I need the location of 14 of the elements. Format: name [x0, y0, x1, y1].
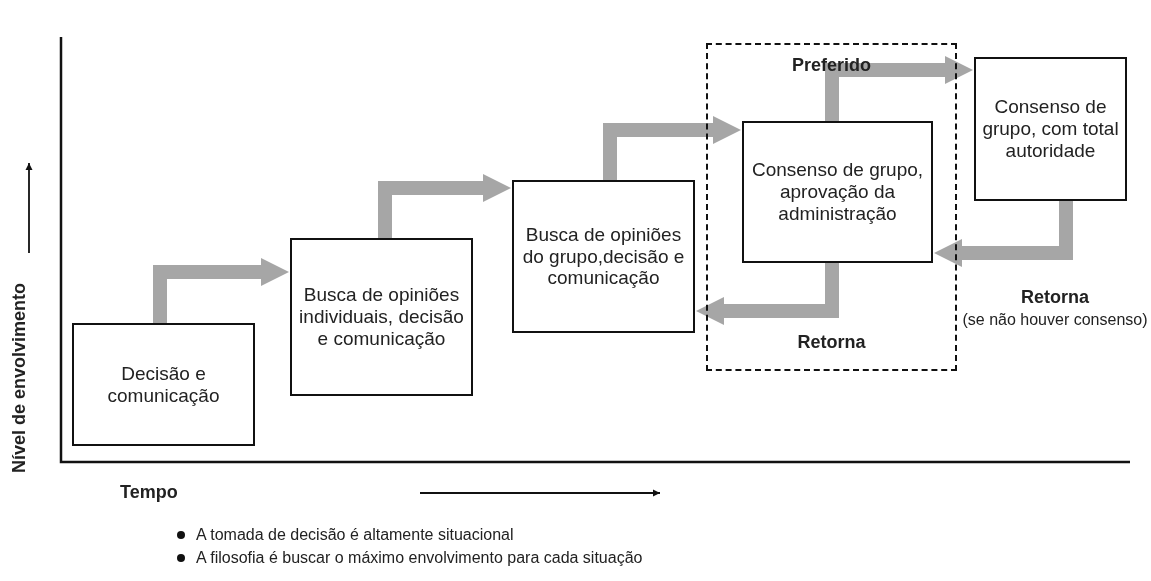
note-label: Retorna	[1021, 287, 1089, 308]
process-box: Decisão e comunicação	[72, 323, 255, 446]
group-label: Retorna	[796, 332, 867, 353]
bullet-text: A tomada de decisão é altamente situacional	[196, 526, 514, 544]
group-label: Preferido	[791, 55, 872, 76]
dashed-group-box	[706, 43, 957, 371]
axis-title: Tempo	[120, 482, 178, 503]
process-box: Busca de opiniões individuais, decisão e comunicação	[290, 238, 473, 396]
bullet-text: A filosofia é buscar o máximo envolvimento para cada situação	[196, 549, 643, 567]
process-box: Consenso de grupo, com total autoridade	[974, 57, 1127, 201]
process-box: Busca de opiniões do grupo,decisão e comunicação	[512, 180, 695, 333]
process-box: Consenso de grupo, aprovação da administração	[742, 121, 933, 263]
note-label: (se não houver consenso)	[962, 311, 1148, 329]
axis-title: Nível de envolvimento	[8, 282, 30, 474]
